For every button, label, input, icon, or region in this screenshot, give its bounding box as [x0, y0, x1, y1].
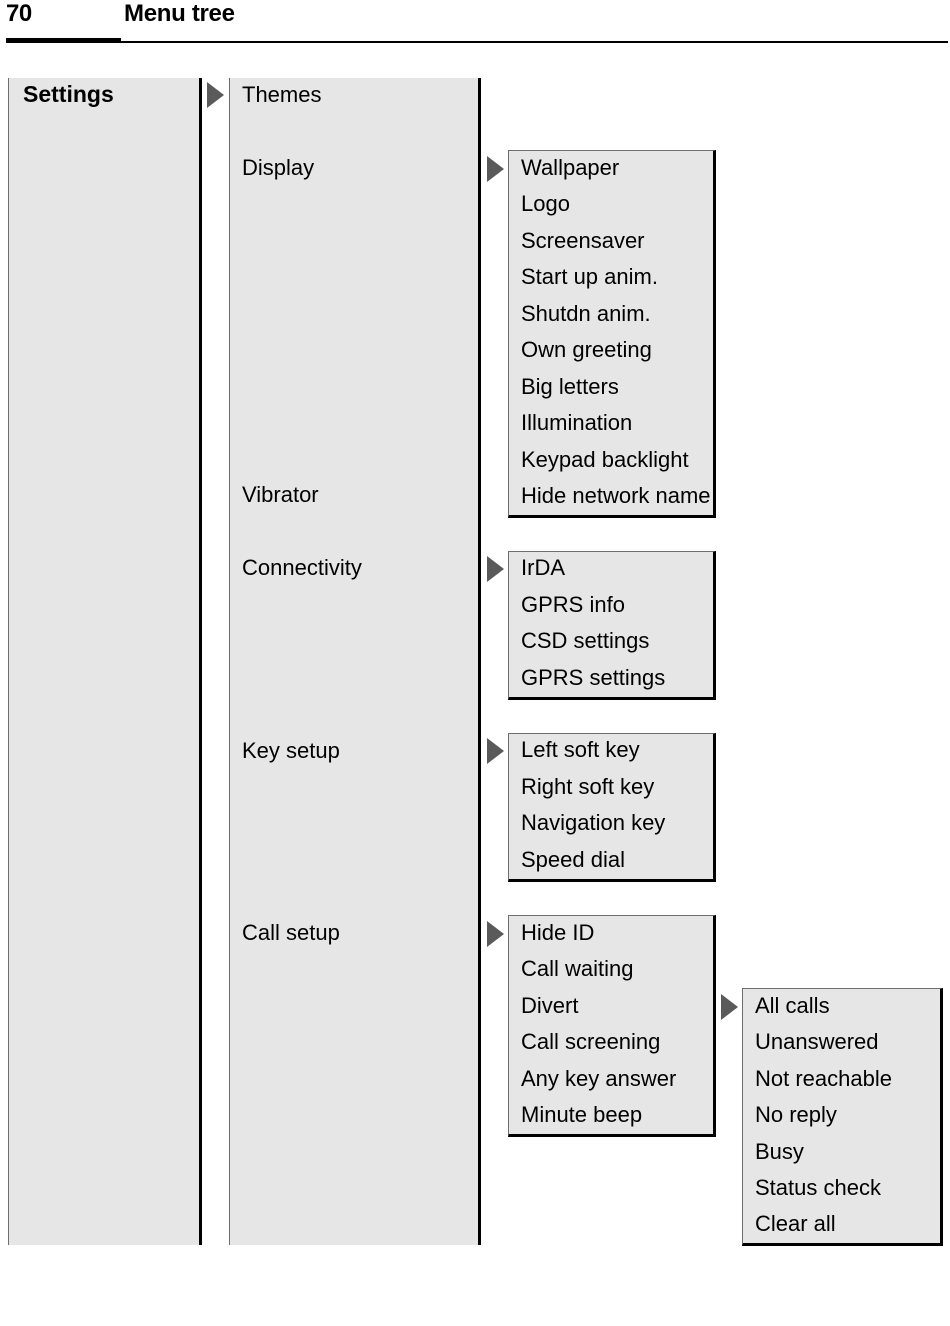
- menu-item-divert[interactable]: Divert: [521, 993, 579, 1018]
- menu-item-csd-settings[interactable]: CSD settings: [521, 628, 650, 653]
- menu-item-status-check[interactable]: Status check: [755, 1175, 881, 1200]
- menu-item-clear-all[interactable]: Clear all: [755, 1211, 836, 1236]
- arrow-right-icon: [487, 556, 504, 582]
- arrow-right-icon: [487, 738, 504, 764]
- menu-item-left-soft-key[interactable]: Left soft key: [521, 737, 640, 762]
- display-submenu: Wallpaper Logo Screensaver Start up anim…: [508, 150, 716, 518]
- arrow-right-icon: [487, 921, 504, 947]
- menu-item-gprs-settings[interactable]: GPRS settings: [521, 665, 666, 690]
- key-setup-submenu: Left soft key Right soft key Navigation …: [508, 733, 716, 882]
- arrow-right-icon: [487, 156, 504, 182]
- menu-item-own-greeting[interactable]: Own greeting: [521, 337, 652, 362]
- menu-item-any-key-answer[interactable]: Any key answer: [521, 1066, 677, 1091]
- menu-item-call-setup[interactable]: Call setup: [242, 920, 340, 945]
- connectivity-submenu: IrDA GPRS info CSD settings GPRS setting…: [508, 551, 716, 700]
- menu-item-unanswered[interactable]: Unanswered: [755, 1029, 879, 1054]
- menu-item-speed-dial[interactable]: Speed dial: [521, 847, 625, 872]
- menu-settings[interactable]: Settings: [23, 81, 114, 107]
- menu-item-shutdn-anim[interactable]: Shutdn anim.: [521, 301, 651, 326]
- header-rule: [6, 41, 948, 43]
- menu-item-wallpaper[interactable]: Wallpaper: [521, 155, 620, 180]
- menu-item-minute-beep[interactable]: Minute beep: [521, 1102, 643, 1127]
- menu-item-hide-id[interactable]: Hide ID: [521, 920, 595, 945]
- header-accent-rule: [6, 38, 121, 43]
- menu-item-no-reply[interactable]: No reply: [755, 1102, 837, 1127]
- settings-submenu-column: [229, 78, 481, 1245]
- call-setup-submenu: Hide ID Call waiting Divert Call screeni…: [508, 915, 716, 1137]
- menu-item-call-screening[interactable]: Call screening: [521, 1029, 661, 1054]
- menu-item-big-letters[interactable]: Big letters: [521, 374, 619, 399]
- menu-item-not-reachable[interactable]: Not reachable: [755, 1066, 892, 1091]
- page-number: 70: [6, 0, 32, 27]
- menu-item-keypad-backlight[interactable]: Keypad backlight: [521, 447, 689, 472]
- arrow-right-icon: [721, 994, 738, 1020]
- menu-item-busy[interactable]: Busy: [755, 1139, 804, 1164]
- menu-item-irda[interactable]: IrDA: [521, 555, 565, 580]
- settings-column: [8, 78, 202, 1245]
- menu-item-logo[interactable]: Logo: [521, 191, 570, 216]
- menu-item-display[interactable]: Display: [242, 155, 315, 180]
- page-title: Menu tree: [124, 0, 235, 27]
- menu-item-all-calls[interactable]: All calls: [755, 993, 830, 1018]
- divert-submenu: All calls Unanswered Not reachable No re…: [742, 988, 943, 1246]
- menu-item-hide-network-name[interactable]: Hide network name: [521, 483, 711, 508]
- menu-item-navigation-key[interactable]: Navigation key: [521, 810, 666, 835]
- arrow-right-icon: [207, 82, 224, 108]
- menu-item-key-setup[interactable]: Key setup: [242, 738, 340, 763]
- menu-item-connectivity[interactable]: Connectivity: [242, 555, 362, 580]
- menu-item-themes[interactable]: Themes: [242, 82, 322, 107]
- menu-item-right-soft-key[interactable]: Right soft key: [521, 774, 655, 799]
- menu-item-screensaver[interactable]: Screensaver: [521, 228, 645, 253]
- menu-item-start-up-anim[interactable]: Start up anim.: [521, 264, 658, 289]
- menu-item-vibrator[interactable]: Vibrator: [242, 482, 319, 507]
- menu-item-gprs-info[interactable]: GPRS info: [521, 592, 625, 617]
- menu-item-call-waiting[interactable]: Call waiting: [521, 956, 634, 981]
- menu-item-illumination[interactable]: Illumination: [521, 410, 633, 435]
